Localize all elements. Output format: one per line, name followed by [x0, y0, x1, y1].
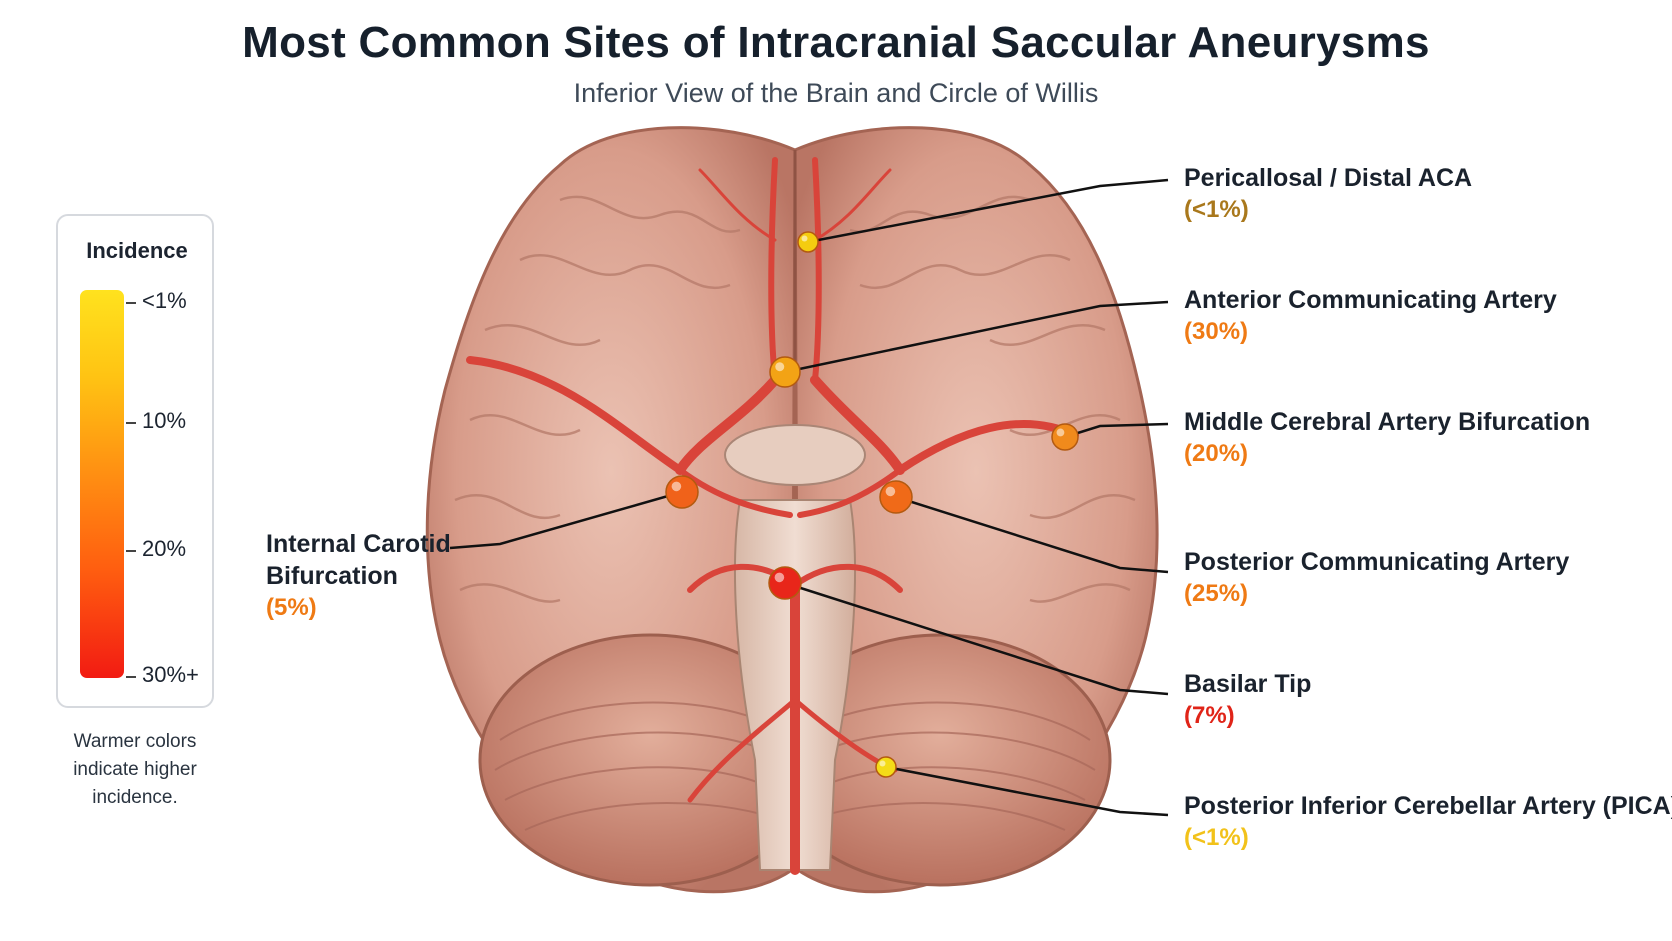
site-name: Posterior Inferior Cerebellar Artery (PI…	[1184, 792, 1672, 820]
leader-line	[807, 178, 1169, 244]
legend-color-bar	[80, 290, 124, 678]
legend-tick	[126, 550, 136, 552]
aneurysm-marker	[665, 475, 699, 509]
page-title: Most Common Sites of Intracranial Saccul…	[242, 18, 1430, 67]
legend-tick	[126, 676, 136, 678]
aneurysm-marker	[879, 480, 913, 514]
site-label-acom: Anterior Communicating Artery (30%)	[1184, 284, 1557, 348]
marker-highlight	[885, 486, 896, 497]
marker-highlight	[775, 362, 785, 372]
site-percentage: (7%)	[1184, 702, 1235, 729]
aneurysm-marker	[769, 356, 801, 388]
marker-highlight	[1056, 428, 1065, 437]
arteries	[466, 157, 1079, 875]
legend-tick	[126, 302, 136, 304]
legend-tick-label: 20%	[142, 536, 187, 561]
page-subtitle: Inferior View of the Brain and Circle of…	[573, 78, 1099, 108]
leader-line	[784, 300, 1169, 374]
leader-line	[895, 495, 1169, 574]
marker-highlight	[671, 481, 682, 492]
site-label-pericallosal: Pericallosal / Distal ACA (<1%)	[1184, 162, 1472, 226]
legend-note: Warmer colors indicate higher incidence.	[40, 728, 230, 812]
site-percentage: (<1%)	[1184, 824, 1249, 851]
site-label-ica-bifurcation: Internal Carotid Bifurcation (5%)	[266, 528, 451, 624]
site-percentage: (<1%)	[1184, 196, 1249, 223]
site-label-pcom: Posterior Communicating Artery (25%)	[1184, 546, 1569, 610]
marker-highlight	[774, 572, 785, 583]
aneurysm-markers	[665, 231, 1079, 778]
brain-illustration	[425, 126, 1159, 894]
site-name: Internal Carotid	[266, 530, 451, 558]
leader-line	[784, 581, 1169, 696]
leader-line	[449, 490, 683, 550]
leader-lines	[449, 178, 1169, 817]
aneurysm-marker	[1051, 423, 1079, 451]
aneurysm-marker	[875, 756, 897, 778]
site-percentage: (25%)	[1184, 580, 1249, 607]
legend-tick	[126, 422, 136, 424]
leader-line	[885, 765, 1169, 817]
site-label-pica: Posterior Inferior Cerebellar Artery (PI…	[1184, 790, 1672, 854]
aneurysm-marker	[768, 566, 802, 600]
legend-tick-label: <1%	[142, 288, 187, 313]
legend-tick-label: 30%+	[142, 662, 199, 687]
site-name: Middle Cerebral Artery Bifurcation	[1184, 408, 1591, 436]
site-label-basilar-tip: Basilar Tip (7%)	[1184, 668, 1311, 732]
site-name: Bifurcation	[266, 562, 398, 590]
site-name: Anterior Communicating Artery	[1184, 286, 1557, 314]
site-label-mca: Middle Cerebral Artery Bifurcation (20%)	[1184, 406, 1590, 470]
marker-highlight	[801, 235, 808, 242]
legend-title: Incidence	[86, 238, 188, 263]
legend-tick-label: 10%	[142, 408, 187, 433]
site-percentage: (5%)	[266, 594, 317, 621]
incidence-legend: Incidence <1% 10% 20% 30%+	[56, 214, 214, 708]
site-name: Basilar Tip	[1184, 670, 1312, 698]
site-name: Posterior Communicating Artery	[1184, 548, 1570, 576]
site-percentage: (20%)	[1184, 440, 1249, 467]
marker-highlight	[879, 760, 886, 767]
legend-note-line: Warmer colors	[73, 731, 197, 752]
site-name: Pericallosal / Distal ACA	[1184, 164, 1473, 192]
site-percentage: (30%)	[1184, 318, 1249, 345]
legend-note-line: indicate higher	[73, 759, 197, 780]
legend-note-line: incidence.	[92, 787, 178, 808]
aneurysm-marker	[797, 231, 819, 253]
